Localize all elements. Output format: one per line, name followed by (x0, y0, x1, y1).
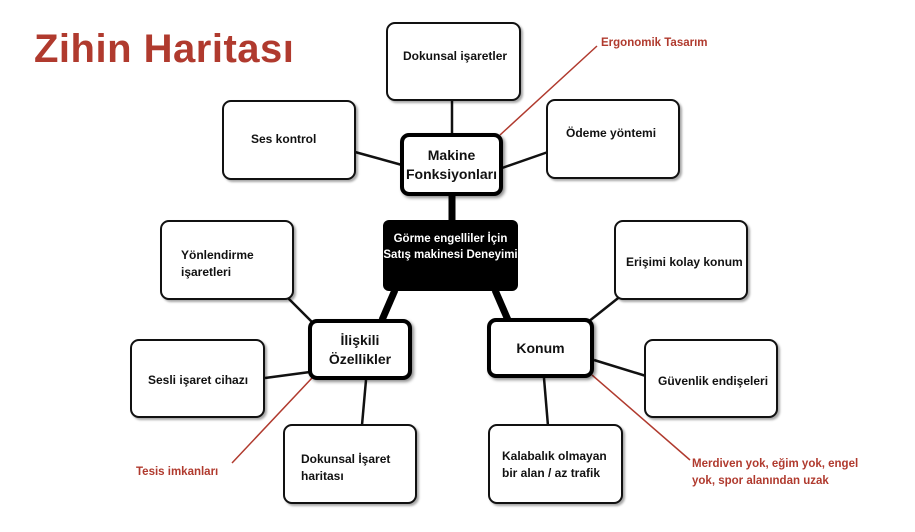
hub-location-label: Konum (516, 339, 565, 356)
connector-center-related (378, 288, 399, 322)
connector-tactile-map (360, 379, 368, 426)
leaf-directional-signs: Yönlendirme işaretleri (160, 220, 294, 300)
annotation-ergonomic-design: Ergonomik Tasarım (601, 35, 708, 52)
hub-related-line-2: Özellikler (328, 350, 392, 367)
pointer-ergonomic (499, 45, 598, 136)
leaf-audio-device-label: Sesli işaret cihazı (148, 373, 249, 387)
leaf-accessible-location: Erişimi kolay konum (614, 220, 748, 300)
hub-related-features: İlişkili Özellikler (308, 319, 412, 380)
hub-location: Konum (487, 318, 594, 378)
center-line-2: Satış makinesi (383, 249, 464, 261)
leaf-voice-control: Ses kontrol (222, 100, 356, 180)
hub-machine-line-2: Fonksiyonları (405, 165, 498, 182)
leaf-accessible-label: Erişimi kolay konum (626, 255, 743, 269)
connector-voice-control (354, 150, 403, 167)
leaf-payment-method: Ödeme yöntemi (546, 99, 680, 179)
pointer-no-stairs (591, 374, 691, 461)
leaf-tactile-map-line-1: Dokunsal İşaret (301, 452, 391, 466)
annotation-facilities: Tesis imkanları (136, 464, 218, 481)
annotation-no-stairs-line-2: yok, spor alanından uzak (692, 475, 829, 487)
leaf-low-traffic: Kalabalık olmayan bir alan / az trafik (488, 424, 623, 504)
connector-low-traffic (542, 377, 550, 427)
leaf-voice-control-label: Ses kontrol (251, 132, 317, 146)
page-title: Zihin Haritası (34, 27, 295, 71)
center-line-3: Deneyimi (466, 249, 518, 261)
annotation-no-stairs-line-1: Merdiven yok, eğim yok, engel (692, 458, 859, 470)
leaf-safety-label: Güvenlik endişeleri (658, 374, 769, 388)
pointer-facilities (231, 377, 313, 464)
leaf-directional-line-2: işaretleri (181, 265, 232, 279)
center-node: Görme engelliler İçin Satış makinesi Den… (383, 220, 518, 291)
leaf-directional-line-1: Yönlendirme (181, 248, 254, 262)
leaf-payment-label: Ödeme yöntemi (566, 126, 657, 140)
hub-related-line-1: İlişkili (340, 331, 380, 348)
leaf-tactile-map: Dokunsal İşaret haritası (283, 424, 417, 504)
leaf-safety-concerns: Güvenlik endişeleri (644, 339, 778, 418)
connector-safety (593, 358, 647, 378)
center-line-1: Görme engelliler İçin (393, 233, 508, 245)
leaf-tactile-signs-label: Dokunsal işaretler (403, 49, 508, 63)
leaf-tactile-map-line-2: haritası (301, 469, 344, 483)
leaf-tactile-signs: Dokunsal işaretler (386, 22, 521, 101)
annotation-ergonomic-label: Ergonomik Tasarım (601, 37, 708, 49)
connector-audio-device (264, 370, 311, 380)
leaf-low-traffic-line-2: bir alan / az trafik (502, 466, 601, 480)
hub-machine-line-1: Makine (427, 146, 476, 163)
leaf-low-traffic-line-1: Kalabalık olmayan (502, 449, 607, 463)
hub-machine-functions: Makine Fonksiyonları (400, 133, 503, 196)
connector-payment (501, 150, 549, 170)
connector-center-location (491, 288, 512, 322)
connector-accessible (587, 294, 623, 323)
annotation-no-stairs: Merdiven yok, eğim yok, engel yok, spor … (692, 456, 858, 490)
leaf-audio-sign-device: Sesli işaret cihazı (130, 339, 265, 418)
annotation-facilities-label: Tesis imkanları (136, 466, 219, 478)
